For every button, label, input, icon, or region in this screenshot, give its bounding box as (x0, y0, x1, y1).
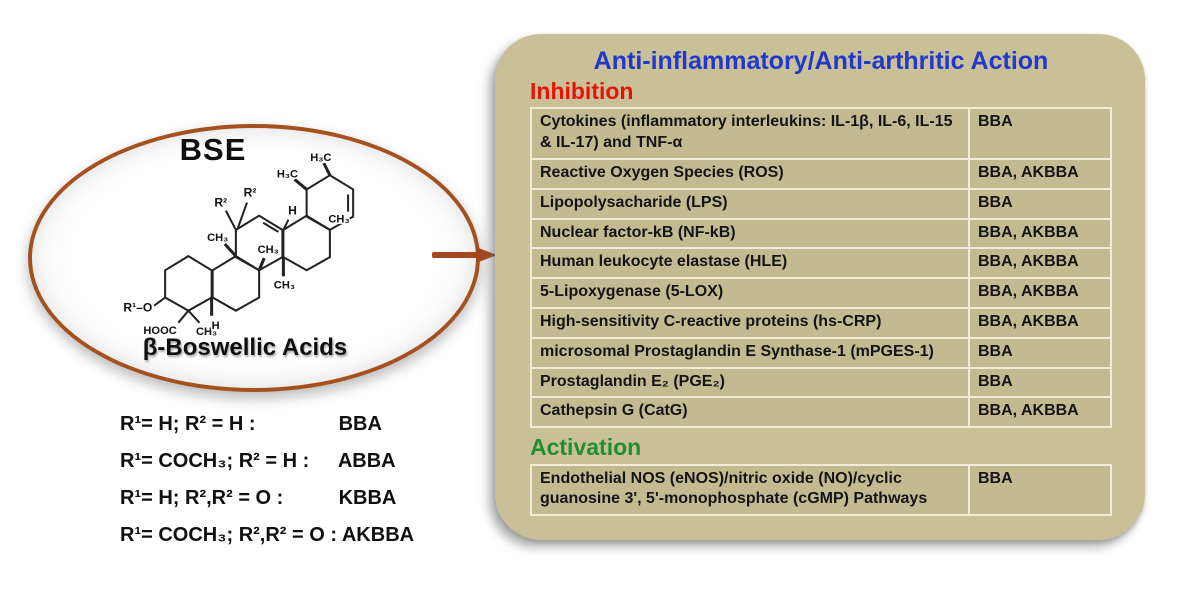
table-row: High-sensitivity C-reactive proteins (hs… (532, 309, 1110, 337)
structure-label-ch3-a: CH₃ (196, 326, 217, 338)
bse-ellipse (28, 124, 480, 392)
acids-cell: BBA (970, 338, 1110, 367)
action-panel: Anti-inflammatory/Anti-arthritic Action … (495, 34, 1145, 540)
action-panel-content: Anti-inflammatory/Anti-arthritic Action … (495, 34, 1145, 517)
acids-cell: BBA, AKBBA (970, 279, 1110, 308)
target-cell: Cytokines (inflammatory interleukins: IL… (532, 109, 968, 159)
structure-label-ch3-c-left: CH₃ (207, 232, 228, 244)
table-row: microsomal Prostaglandin E Synthase-1 (m… (532, 338, 1110, 367)
legend-acid-name: KBBA (338, 487, 397, 509)
legend-acid-name: BBA (338, 413, 382, 435)
bond (293, 178, 308, 191)
table-row: Prostaglandin E₂ (PGE₂) BBA (532, 368, 1110, 397)
table-row: Lipopolysacharide (LPS) BBA (532, 189, 1110, 218)
acids-cell: BBA (970, 465, 1110, 515)
ring-d (282, 214, 331, 272)
target-cell: Prostaglandin E₂ (PGE₂) (532, 368, 968, 397)
table-row: Human leukocyte elastase (HLE) BBA, AKBB… (532, 249, 1110, 278)
structure-label-ch3-lower: CH₃ (274, 279, 295, 291)
legend-definition: R¹= COCH₃; R² = H : (120, 450, 310, 472)
structure-label-h-upper: H (288, 204, 297, 218)
legend-definition: R¹= H; R²,R² = O : (120, 487, 284, 509)
structure-label-h-lower: H (212, 320, 220, 332)
target-cell: microsomal Prostaglandin E Synthase-1 (m… (532, 338, 968, 367)
legend-row: R¹= COCH₃; R²,R² = O : AKBBA (120, 517, 414, 554)
double-bond-c (262, 221, 279, 233)
legend-acid-name: ABBA (337, 450, 396, 472)
structure-label-r1-o: R¹–O (123, 301, 152, 315)
acids-cell: BBA (970, 368, 1110, 397)
bond (153, 296, 166, 307)
bond (177, 310, 190, 324)
legend-row: R¹= H; R²,R² = O : KBBA (120, 480, 414, 517)
target-cell: Reactive Oxygen Species (ROS) (532, 160, 968, 188)
ring-a (164, 254, 213, 312)
structure-label-r2-lower: R² (214, 196, 227, 210)
flow-arrow-icon (432, 247, 498, 263)
table-row: Nuclear factor-kB (NF-kB) BBA, AKBBA (532, 219, 1110, 248)
bond (322, 162, 332, 176)
legend-definition: R¹= COCH₃; R²,R² = O : (120, 524, 338, 546)
structure-label-ch3-ring-e: CH₃ (328, 214, 349, 226)
bond (282, 219, 290, 231)
structure-label-r2-upper: R² (244, 185, 257, 199)
acids-cell: BBA, AKBBA (970, 160, 1110, 188)
acids-cell: BBA, AKBBA (970, 398, 1110, 427)
structure-label-h3c-top: H₃C (310, 152, 331, 164)
acids-cell: BBA, AKBBA (970, 219, 1110, 248)
bse-title: BSE (179, 132, 247, 167)
acids-cell: BBA (970, 189, 1110, 218)
inhibition-heading: Inhibition (530, 78, 634, 104)
table-row: Cytokines (inflammatory interleukins: IL… (532, 109, 1110, 159)
table-row: Reactive Oxygen Species (ROS) BBA, AKBBA (532, 160, 1110, 188)
bond (236, 202, 248, 229)
bond (187, 310, 201, 324)
legend-acid-name: AKBBA (341, 524, 415, 546)
target-cell: Human leukocyte elastase (HLE) (532, 249, 968, 278)
activation-heading: Activation (530, 434, 642, 461)
legend-row: R¹= H; R² = H : BBA (120, 406, 414, 443)
arrow-shaft (432, 252, 478, 258)
legend-row: R¹= COCH₃; R² = H : ABBA (120, 443, 414, 480)
chemical-structure: R¹–O HOOC CH₃ H CH₃ CH₃ CH₃ R² R² H H₃C … (122, 152, 355, 339)
acids-cell: BBA (970, 109, 1110, 159)
panel-title: Anti-inflammatory/Anti-arthritic Action (593, 47, 1049, 75)
table-row: Endothelial NOS (eNOS)/nitric oxide (NO)… (532, 465, 1110, 515)
inhibition-table: Cytokines (inflammatory interleukins: IL… (530, 107, 1112, 429)
table-row: 5-Lipoxygenase (5-LOX) BBA, AKBBA (532, 279, 1110, 308)
structure-label-h3c-left: H₃C (277, 168, 298, 180)
r-group-legend: R¹= H; R² = H : BBA R¹= COCH₃; R² = H : … (120, 406, 414, 554)
acids-cell: BBA, AKBBA (970, 249, 1110, 278)
activation-table: Endothelial NOS (eNOS)/nitric oxide (NO)… (530, 463, 1112, 517)
target-cell: High-sensitivity C-reactive proteins (hs… (532, 309, 968, 337)
acids-cell: BBA, AKBBA (970, 309, 1110, 337)
bond (257, 257, 266, 271)
target-cell: Lipopolysacharide (LPS) (532, 189, 968, 218)
ring-b (211, 254, 261, 312)
target-cell: Nuclear factor-kB (NF-kB) (532, 219, 968, 248)
legend-definition: R¹= H; R² = H : (120, 413, 256, 435)
bond (224, 210, 237, 231)
structure-label-hooc: HOOC (143, 325, 176, 337)
target-cell: Endothelial NOS (eNOS)/nitric oxide (NO)… (532, 465, 968, 515)
target-cell: 5-Lipoxygenase (5-LOX) (532, 279, 968, 308)
target-cell: Cathepsin G (CatG) (532, 398, 968, 427)
arrow-head (476, 247, 497, 263)
structure-label-ch3-c-right: CH₃ (258, 244, 279, 256)
ring-c (234, 214, 284, 272)
bond (223, 242, 238, 258)
ring-e (305, 174, 355, 231)
table-row: Cathepsin G (CatG) BBA, AKBBA (532, 398, 1110, 427)
molecule-caption: β-Boswellic Acids (142, 334, 348, 361)
